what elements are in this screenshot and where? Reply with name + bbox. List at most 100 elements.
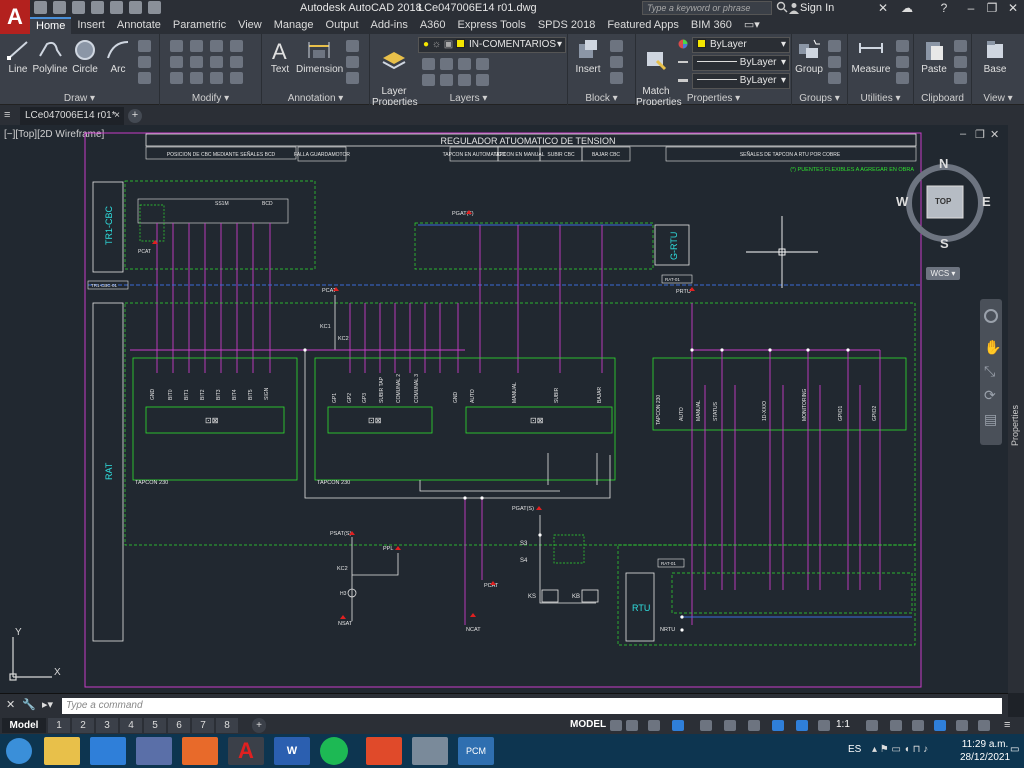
tab-spds[interactable]: SPDS 2018 — [537, 19, 596, 31]
layout-tab-5[interactable]: 5 — [144, 718, 166, 733]
copy-clip-icon[interactable] — [954, 56, 967, 68]
viewport-controls[interactable]: [−][Top][2D Wireframe] — [4, 129, 105, 140]
drawing-canvas[interactable]: [−][Top][2D Wireframe] – ❐ ✕ REGULADOR A… — [0, 125, 1008, 693]
hardware-acceleration-icon[interactable] — [956, 720, 968, 731]
redo-icon[interactable] — [148, 1, 161, 14]
close-tab-icon[interactable]: × — [114, 110, 120, 121]
calculator-app-icon[interactable] — [412, 737, 448, 765]
steering-wheel-icon[interactable] — [984, 309, 998, 323]
lineweight-dropdown[interactable]: ByLayer ▾ — [692, 73, 790, 89]
spotify-icon[interactable] — [320, 737, 348, 765]
viewcube[interactable]: N S E W TOP — [896, 156, 991, 251]
sign-in-link[interactable]: Sign In — [800, 2, 835, 14]
mirror-icon[interactable] — [190, 56, 203, 68]
customize-icon[interactable]: 🔧 — [22, 699, 36, 711]
table-icon[interactable] — [346, 72, 359, 84]
search-input[interactable]: Type a keyword or phrase — [642, 1, 772, 15]
offset-icon[interactable] — [230, 72, 243, 84]
save-app-icon[interactable] — [136, 737, 172, 765]
base-button[interactable]: Base — [980, 38, 1010, 75]
menu-icon[interactable]: ≡ — [4, 109, 11, 121]
circle-button[interactable]: Circle — [70, 38, 100, 75]
view-panel-label[interactable]: View ▾ — [983, 93, 1013, 104]
tab-add-ins[interactable]: Add-ins — [370, 19, 408, 31]
save-as-icon[interactable] — [91, 1, 104, 14]
clipboard-panel-label[interactable]: Clipboard — [921, 93, 964, 104]
tab-manage[interactable]: Manage — [273, 19, 314, 31]
isolate-objects-icon[interactable] — [934, 720, 946, 731]
wcs-menu[interactable]: WCS ▾ — [926, 267, 960, 280]
clock[interactable]: 11:29 a.m. 28/12/2021 — [960, 739, 1011, 763]
ortho-icon[interactable] — [648, 720, 660, 731]
word-icon[interactable]: W — [274, 737, 310, 765]
rotate-icon[interactable] — [190, 40, 203, 52]
layout-tab-3[interactable]: 3 — [96, 718, 118, 733]
tab-output[interactable]: Output — [325, 19, 359, 31]
layout-tab-2[interactable]: 2 — [72, 718, 94, 733]
plot-icon[interactable] — [110, 1, 123, 14]
measure-button[interactable]: Measure — [850, 38, 892, 75]
layer-off-icon[interactable] — [440, 58, 453, 70]
tab-featured-apps[interactable]: Featured Apps — [607, 19, 679, 31]
add-layout-icon[interactable]: + — [252, 718, 266, 733]
pcm-app-icon[interactable]: PCM — [458, 737, 494, 765]
modify-panel-label[interactable]: Modify ▾ — [191, 93, 230, 104]
layer-on-icon[interactable] — [440, 74, 453, 86]
layer-iso-icon[interactable] — [422, 58, 435, 70]
layer-thaw-icon[interactable] — [458, 74, 471, 86]
firefox-icon[interactable] — [182, 737, 218, 765]
annotation-monitor-icon[interactable] — [890, 720, 902, 731]
close-icon[interactable]: ✕ — [1007, 1, 1019, 15]
tab-annotate[interactable]: Annotate — [116, 19, 161, 31]
scale-icon[interactable] — [190, 72, 203, 84]
paste-button[interactable]: Paste — [918, 38, 950, 75]
object-snap-tracking-icon[interactable] — [724, 720, 736, 731]
stretch-icon[interactable] — [170, 72, 183, 84]
tab-insert[interactable]: Insert — [77, 19, 105, 31]
tab-bim360[interactable]: BIM 360 — [690, 19, 732, 31]
document-tab[interactable]: LCe047006E14 r01* × — [20, 107, 124, 125]
copy-icon[interactable] — [170, 56, 183, 68]
new-tab-button[interactable]: + — [128, 109, 142, 123]
layer-unisolate-icon[interactable] — [422, 74, 435, 86]
draw-panel-label[interactable]: Draw ▾ — [63, 93, 96, 104]
ribbon-options-icon[interactable]: ▭▾ — [743, 19, 760, 31]
groups-panel-label[interactable]: Groups ▾ — [799, 93, 840, 104]
recent-commands-icon[interactable]: ▸▾ — [42, 699, 54, 711]
maximize-icon[interactable]: ❐ — [986, 1, 998, 15]
grid-icon[interactable] — [610, 720, 622, 731]
annotation-visibility-icon[interactable] — [772, 720, 784, 731]
polyline-button[interactable]: Polyline — [32, 38, 68, 75]
tab-view[interactable]: View — [238, 19, 262, 31]
ungroup-icon[interactable] — [828, 40, 841, 52]
layout-tab-4[interactable]: 4 — [120, 718, 142, 733]
hatch-icon[interactable] — [138, 56, 151, 68]
command-input[interactable]: Type a command — [62, 698, 1002, 714]
file-explorer-icon[interactable] — [44, 737, 80, 765]
block-panel-label[interactable]: Block ▾ — [585, 93, 618, 104]
model-space-toggle[interactable]: MODEL — [570, 719, 607, 730]
open-icon[interactable] — [53, 1, 66, 14]
tab-express-tools[interactable]: Express Tools — [457, 19, 526, 31]
compass-east[interactable]: E — [982, 194, 991, 209]
leader-icon[interactable] — [346, 56, 359, 68]
polar-icon[interactable] — [672, 720, 684, 731]
array-icon[interactable] — [210, 72, 223, 84]
tab-a360[interactable]: A360 — [419, 19, 446, 31]
layer-freeze-icon[interactable] — [458, 58, 471, 70]
layout-tab-6[interactable]: 6 — [168, 718, 190, 733]
calculator-icon[interactable] — [896, 40, 909, 52]
language-indicator[interactable]: ES — [848, 744, 862, 755]
group-select-icon[interactable] — [828, 72, 841, 84]
auto-scale-icon[interactable] — [796, 720, 808, 731]
edit-block-icon[interactable] — [610, 56, 623, 68]
insert-button[interactable]: Insert — [572, 38, 604, 75]
linear-dim-icon[interactable] — [346, 40, 359, 52]
tab-home[interactable]: Home — [30, 17, 72, 34]
layer-properties-button[interactable]: Layer Properties — [372, 38, 418, 108]
explode-icon[interactable] — [230, 56, 243, 68]
properties-panel-label[interactable]: Properties ▾ — [686, 93, 741, 104]
minimize-icon[interactable]: – — [967, 1, 975, 15]
orbit-icon[interactable]: ⟳ — [984, 387, 996, 403]
search-icon[interactable] — [776, 1, 788, 13]
